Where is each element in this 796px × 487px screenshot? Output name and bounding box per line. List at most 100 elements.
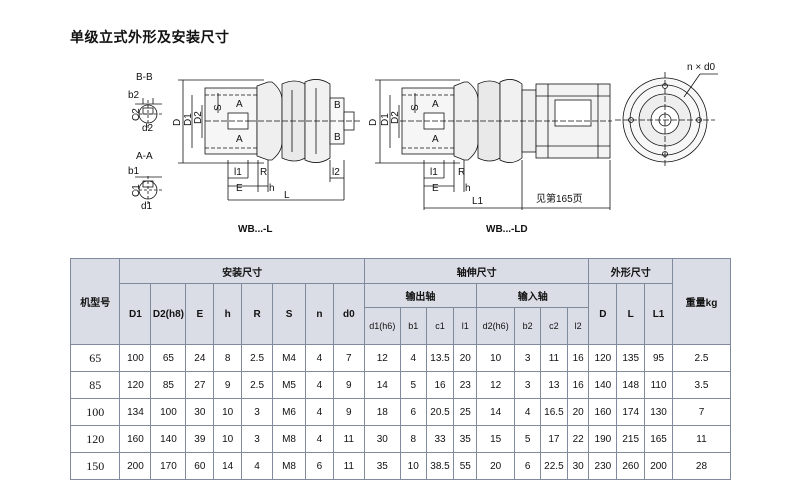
- table-cell: 260: [616, 452, 646, 480]
- label-E-ld: E: [432, 183, 439, 194]
- table-cell: 35: [453, 425, 478, 453]
- table-cell: 20: [566, 398, 590, 426]
- table-cell: 5: [514, 425, 542, 453]
- table-cell: 85: [150, 371, 187, 399]
- table-cell: 8: [213, 344, 243, 372]
- table-cell: 15: [476, 425, 516, 453]
- label-A-bottom: A: [236, 134, 243, 145]
- table-cell: 135: [616, 344, 646, 372]
- header-b2: b2: [514, 307, 542, 345]
- table-cell: 12: [363, 344, 401, 372]
- table-cell: 20: [453, 344, 478, 372]
- label-B-bottom: B: [334, 132, 341, 143]
- table-cell: 14: [363, 371, 401, 399]
- table-cell: 148: [616, 371, 646, 399]
- table-cell: 5: [399, 371, 427, 399]
- table-cell: 11: [540, 344, 568, 372]
- table-cell: 6: [399, 398, 427, 426]
- label-R-left: R: [260, 167, 267, 178]
- table-cell: 4: [305, 425, 334, 453]
- table-cell: 190: [588, 425, 618, 453]
- caption-wb-l: WB...-L: [238, 224, 272, 235]
- label-L: L: [284, 190, 290, 201]
- page-title: 单级立式外形及安装尺寸: [70, 30, 230, 46]
- table-cell: 60: [185, 452, 215, 480]
- header-shaft: 轴伸尺寸: [363, 258, 590, 284]
- table-cell: M5: [272, 371, 307, 399]
- table-cell: 7: [332, 344, 365, 372]
- label-d2: d2: [142, 123, 154, 134]
- table-cell: 11: [332, 425, 365, 453]
- table-cell: M4: [272, 344, 307, 372]
- label-b1: b1: [128, 166, 140, 177]
- table-cell: M8: [272, 452, 307, 480]
- model-cell: 65: [69, 344, 121, 372]
- table-cell: 160: [119, 425, 152, 453]
- header-E: E: [185, 283, 215, 345]
- table-cell: 4: [305, 371, 334, 399]
- table-cell: 24: [185, 344, 215, 372]
- table-cell: 10: [476, 344, 516, 372]
- table-cell: 13: [540, 371, 568, 399]
- table-cell: 8: [399, 425, 427, 453]
- table-cell: 160: [588, 398, 618, 426]
- table-cell: 12: [476, 371, 516, 399]
- table-cell: 16: [425, 371, 455, 399]
- table-cell: 170: [150, 452, 187, 480]
- table-cell: 4: [399, 344, 427, 372]
- table-cell: 65: [150, 344, 187, 372]
- model-cell: 120: [69, 425, 121, 453]
- table-header-row-3: d1(h6) b1 c1 l1 d2(h6) b2 c2 l2: [71, 307, 731, 345]
- model-cell: 100: [69, 398, 121, 426]
- table-cell: 10: [213, 425, 243, 453]
- table-cell: 3: [514, 344, 542, 372]
- table-cell: 30: [363, 425, 401, 453]
- table-cell: 4: [514, 398, 542, 426]
- header-d0: d0: [332, 283, 365, 345]
- table-cell: 28: [671, 452, 732, 480]
- model-cell: 150: [69, 452, 121, 480]
- table-cell: 35: [363, 452, 401, 480]
- table-cell: 2.5: [671, 344, 732, 372]
- table-cell: 140: [588, 371, 618, 399]
- label-n-d0: n × d0: [687, 62, 716, 73]
- table-cell: 6: [514, 452, 542, 480]
- table-cell: 30: [566, 452, 590, 480]
- label-R-ld: R: [458, 167, 465, 178]
- label-section-bb: B-B: [136, 72, 153, 83]
- table-cell: 17: [540, 425, 568, 453]
- table-cell: 3: [514, 371, 542, 399]
- table-cell: 4: [241, 452, 274, 480]
- header-h: h: [213, 283, 243, 345]
- label-h-ld: h: [465, 183, 471, 194]
- header-l1: l1: [453, 307, 478, 345]
- label-L1: L1: [472, 196, 484, 207]
- table-cell: 6: [305, 452, 334, 480]
- table-header-row-1: 机型号 安装尺寸 轴伸尺寸 外形尺寸 重量kg: [69, 258, 732, 345]
- table-cell: 16.5: [540, 398, 568, 426]
- spec-table: 机型号 安装尺寸 轴伸尺寸 外形尺寸 重量kg D1 D2(h8) E h R …: [69, 258, 732, 480]
- header-n: n: [305, 283, 334, 345]
- model-cell: 85: [69, 371, 121, 399]
- label-see-page: 见第165页: [536, 192, 583, 205]
- table-cell: 20.5: [425, 398, 455, 426]
- table-cell: 22.5: [540, 452, 568, 480]
- table-cell: 7: [671, 398, 732, 426]
- label-l1-ld: l1: [430, 167, 438, 178]
- table-cell: 230: [588, 452, 618, 480]
- label-A-top-ld: A: [432, 99, 439, 110]
- table-cell: 4: [305, 398, 334, 426]
- label-B-top: B: [334, 100, 341, 111]
- table-cell: 22: [566, 425, 590, 453]
- table-cell: 3.5: [671, 371, 732, 399]
- end-view: n × d0: [615, 62, 718, 168]
- table-cell: 10: [213, 398, 243, 426]
- label-D: D: [172, 119, 183, 126]
- table-cell: 95: [644, 344, 673, 372]
- header-L: L: [616, 283, 646, 345]
- header-d2h6: d2(h6): [476, 307, 516, 345]
- table-cell: 3: [241, 425, 274, 453]
- header-model: 机型号: [69, 258, 121, 345]
